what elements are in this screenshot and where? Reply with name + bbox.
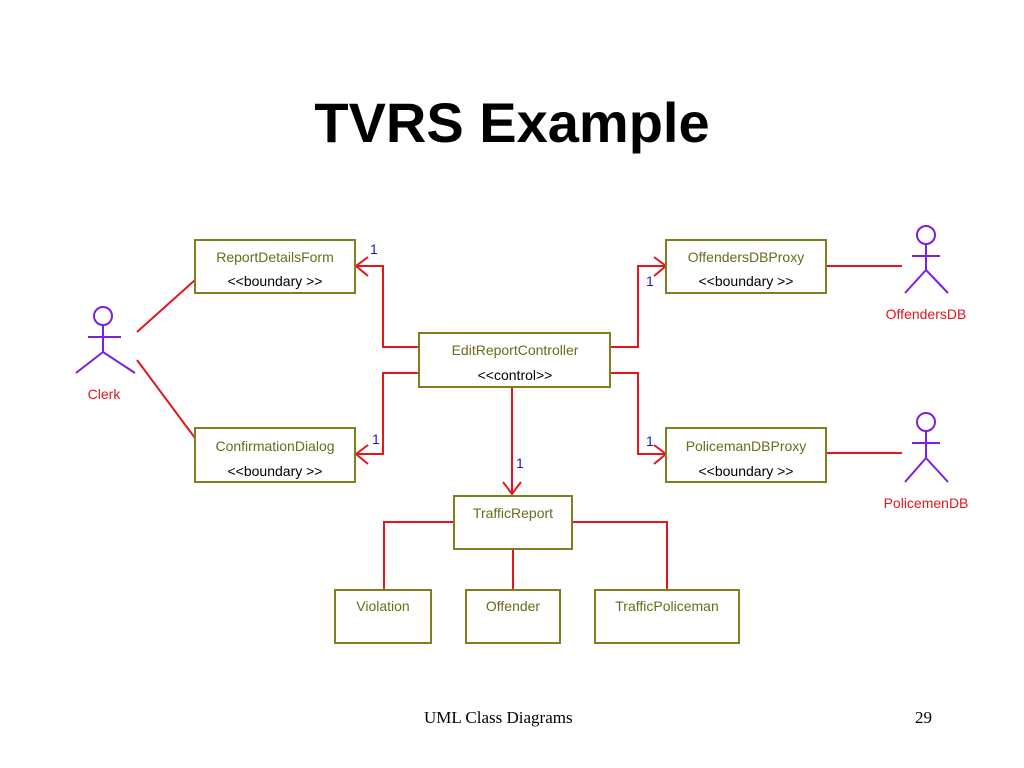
- class-reportdetailsform[interactable]: ReportDetailsForm <<boundary >>: [194, 239, 356, 294]
- association-controller-confirmationdialog: [356, 372, 419, 455]
- class-name: TrafficReport: [473, 505, 553, 521]
- class-name: TrafficPoliceman: [615, 598, 718, 614]
- class-trafficpoliceman[interactable]: TrafficPoliceman: [594, 589, 740, 644]
- class-name: Offender: [486, 598, 541, 614]
- class-stereotype: <<boundary >>: [228, 273, 323, 289]
- slide-footer: UML Class Diagrams: [424, 708, 573, 727]
- class-name: ReportDetailsForm: [216, 249, 333, 265]
- class-name: EditReportController: [452, 342, 579, 358]
- stick-figure-actor-icon: [904, 412, 949, 483]
- multiplicity-offendersdbproxy: 1: [646, 273, 654, 289]
- class-name: ConfirmationDialog: [215, 438, 334, 454]
- class-stereotype: <<boundary >>: [699, 273, 794, 289]
- class-stereotype: <<boundary >>: [228, 463, 323, 479]
- association-trafficreport-violation: [383, 521, 454, 590]
- multiplicity-confirmationdialog: 1: [372, 431, 380, 447]
- class-confirmationdialog[interactable]: ConfirmationDialog <<boundary >>: [194, 427, 356, 483]
- stick-figure-actor-icon: [75, 306, 136, 374]
- class-editreportcontroller[interactable]: EditReportController <<control>>: [418, 332, 611, 388]
- association-clerk-confirmationdialog: [136, 359, 196, 439]
- actor-label: Clerk: [88, 386, 122, 402]
- class-offendersdbproxy[interactable]: OffendersDBProxy <<boundary >>: [665, 239, 827, 294]
- actor-clerk[interactable]: Clerk: [75, 306, 136, 402]
- stick-figure-actor-icon: [904, 225, 949, 294]
- class-violation[interactable]: Violation: [334, 589, 432, 644]
- multiplicity-trafficreport: 1: [516, 455, 524, 471]
- association-clerk-reportdetailsform: [136, 279, 196, 333]
- class-trafficreport[interactable]: TrafficReport: [453, 495, 573, 550]
- actor-policemendb[interactable]: PolicemenDB: [884, 412, 969, 511]
- class-stereotype: <<control>>: [478, 367, 553, 383]
- arrowhead-trafficreport: [502, 481, 522, 496]
- multiplicity-policemandbproxy: 1: [646, 433, 654, 449]
- association-controller-reportdetailsform: [356, 265, 419, 348]
- association-controller-policemandbproxy: [610, 372, 666, 455]
- class-name: OffendersDBProxy: [688, 249, 804, 265]
- actor-offendersdb[interactable]: OffendersDB: [886, 225, 967, 322]
- actor-label: OffendersDB: [886, 306, 967, 322]
- class-offender[interactable]: Offender: [465, 589, 561, 644]
- class-name: PolicemanDBProxy: [686, 438, 807, 454]
- class-policemandbproxy[interactable]: PolicemanDBProxy <<boundary >>: [665, 427, 827, 483]
- class-stereotype: <<boundary >>: [699, 463, 794, 479]
- page-number: 29: [915, 708, 932, 727]
- association-controller-offendersdbproxy: [610, 265, 666, 348]
- association-trafficreport-trafficpoliceman: [572, 521, 668, 590]
- class-name: Violation: [356, 598, 409, 614]
- multiplicity-reportdetailsform: 1: [370, 241, 378, 257]
- slide-title: TVRS Example: [314, 91, 710, 154]
- actor-label: PolicemenDB: [884, 495, 969, 511]
